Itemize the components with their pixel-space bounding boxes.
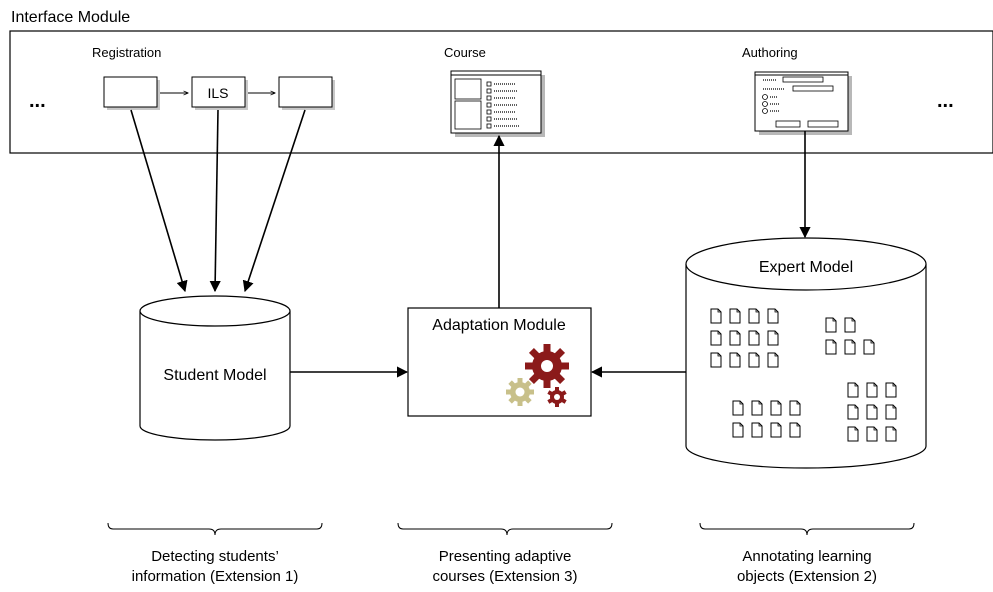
authoring-form-icon	[754, 71, 852, 135]
gears-icon	[506, 344, 569, 407]
adaptation-module-label: Adaptation Module	[432, 317, 566, 334]
ils-label: ILS	[207, 85, 228, 101]
left-brace	[107, 522, 323, 536]
form3-to-student-arrow	[242, 109, 306, 293]
right-ellipsis: ...	[937, 90, 954, 112]
student-model-database	[139, 295, 291, 441]
ils-to-student-arrow	[209, 109, 221, 293]
course-label: Course	[444, 45, 486, 60]
authoring-label: Authoring	[742, 45, 798, 60]
caption-right: Annotating learning objects (Extension 2…	[736, 548, 878, 585]
interface-module-title: Interface Module	[11, 9, 130, 26]
expert-model-label: Expert Model	[759, 259, 853, 276]
caption-middle: Presenting adaptive courses (Extension 3…	[432, 548, 578, 585]
registration-form-box-3	[278, 76, 335, 110]
middle-brace	[397, 522, 613, 536]
course-screen-icon	[450, 70, 545, 137]
registration-to-student-arrow	[130, 109, 188, 293]
ils-box	[191, 76, 248, 110]
registration-form-box-1	[103, 76, 160, 110]
right-brace	[699, 522, 915, 536]
left-ellipsis: ...	[29, 90, 46, 112]
caption-left: Detecting students’ information (Extensi…	[131, 548, 299, 585]
student-model-label: Student Model	[163, 367, 266, 384]
registration-label: Registration	[92, 45, 161, 60]
expert-model-database	[685, 237, 927, 469]
